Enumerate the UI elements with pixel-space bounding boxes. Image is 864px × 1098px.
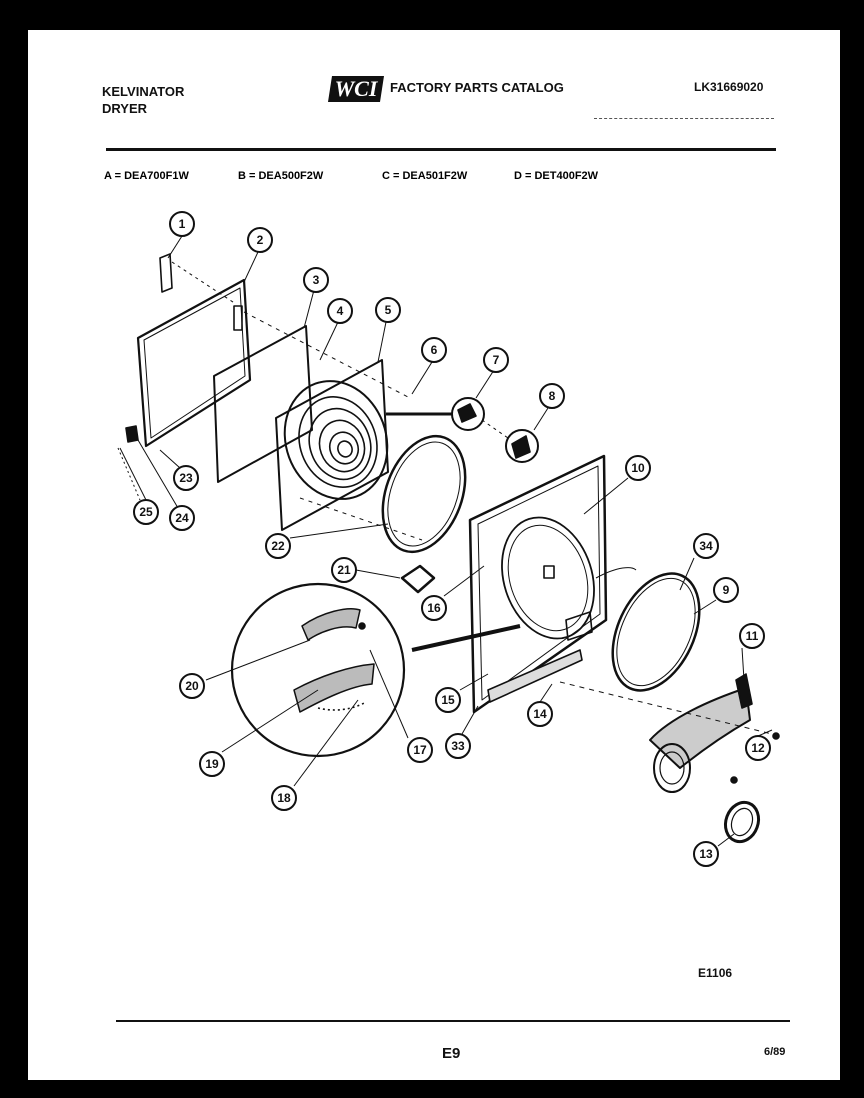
door-seal [381, 434, 467, 554]
model-b: B = DEA500F2W [238, 170, 324, 182]
callout-25: 25 [133, 499, 159, 525]
callout-16: 16 [421, 595, 447, 621]
model-c: C = DEA501F2W [382, 170, 468, 182]
svg-text:5: 5 [385, 303, 392, 317]
door-latch [233, 305, 243, 331]
callout-7: 7 [483, 347, 509, 373]
svg-text:11: 11 [746, 629, 759, 643]
callout-6: 6 [421, 337, 447, 363]
callout-2: 2 [247, 227, 273, 253]
part-21-clip [400, 564, 436, 594]
svg-text:23: 23 [179, 471, 193, 485]
front-bulkhead [275, 359, 389, 531]
brand-block: KELVINATOR DRYER [102, 83, 184, 117]
figure-id: E1106 [698, 966, 733, 980]
callout-34: 34 [693, 533, 719, 559]
lint-duct [649, 687, 751, 769]
callout-10: 10 [625, 455, 651, 481]
model-d: D = DET400F2W [514, 170, 599, 182]
svg-text:14: 14 [533, 707, 547, 721]
header-rule [106, 148, 776, 151]
callout-11: 11 [739, 623, 765, 649]
svg-text:4: 4 [337, 304, 344, 318]
callout-1: 1 [169, 211, 195, 237]
footer-rule [116, 1020, 790, 1022]
svg-text:19: 19 [205, 757, 219, 771]
print-date: 6/89 [764, 1046, 786, 1058]
callout-12: 12 [745, 735, 771, 761]
svg-text:18: 18 [277, 791, 291, 805]
callout-23: 23 [173, 465, 199, 491]
svg-text:9: 9 [723, 583, 730, 597]
catalog-title: FACTORY PARTS CATALOG [390, 80, 564, 95]
header-dash-line [594, 118, 774, 119]
callout-5: 5 [375, 297, 401, 323]
duct-ring [723, 800, 761, 844]
door-inner-panel [213, 325, 313, 483]
callout-17: 17 [407, 737, 433, 763]
callout-20: 20 [179, 673, 205, 699]
svg-text:7: 7 [493, 353, 500, 367]
part-8-ring [505, 429, 539, 463]
callout-33: 33 [445, 733, 471, 759]
page-number: E9 [442, 1045, 461, 1062]
svg-text:34: 34 [699, 539, 713, 553]
svg-text:22: 22 [271, 539, 285, 553]
svg-text:10: 10 [631, 461, 645, 475]
product-type: DRYER [102, 101, 148, 116]
cabinet-switch [543, 565, 555, 579]
callout-24: 24 [169, 505, 195, 531]
callout-9: 9 [713, 577, 739, 603]
svg-text:15: 15 [441, 693, 455, 707]
model-a: A = DEA700F1W [104, 170, 189, 182]
callout-19: 19 [199, 751, 225, 777]
callout-14: 14 [527, 701, 553, 727]
door-handle-part [159, 253, 173, 293]
svg-text:24: 24 [175, 511, 189, 525]
svg-text:21: 21 [337, 563, 351, 577]
cabinet-front [468, 454, 608, 714]
callout-18: 18 [271, 785, 297, 811]
door-outer-panel [136, 278, 252, 448]
svg-text:25: 25 [139, 505, 153, 519]
svg-text:WCI: WCI [335, 76, 379, 101]
cabinet-bracket [565, 611, 593, 641]
callout-15: 15 [435, 687, 461, 713]
svg-text:33: 33 [451, 739, 465, 753]
callout-13: 13 [693, 841, 719, 867]
svg-text:13: 13 [699, 847, 713, 861]
drum-seal-34 [611, 572, 701, 692]
callout-22: 22 [265, 533, 291, 559]
callout-3: 3 [303, 267, 329, 293]
wci-logo: WCI [328, 76, 384, 102]
svg-text:1: 1 [179, 217, 186, 231]
svg-text:8: 8 [549, 389, 556, 403]
callout-4: 4 [327, 298, 353, 324]
svg-text:16: 16 [427, 601, 441, 615]
catalog-number: LK31669020 [694, 80, 764, 94]
svg-text:6: 6 [431, 343, 438, 357]
svg-text:17: 17 [413, 743, 427, 757]
callout-21: 21 [331, 557, 357, 583]
svg-text:3: 3 [313, 273, 320, 287]
brand-name: KELVINATOR [102, 84, 185, 99]
svg-text:12: 12 [751, 741, 765, 755]
svg-text:2: 2 [257, 233, 264, 247]
callout-8: 8 [539, 383, 565, 409]
svg-text:20: 20 [185, 679, 199, 693]
